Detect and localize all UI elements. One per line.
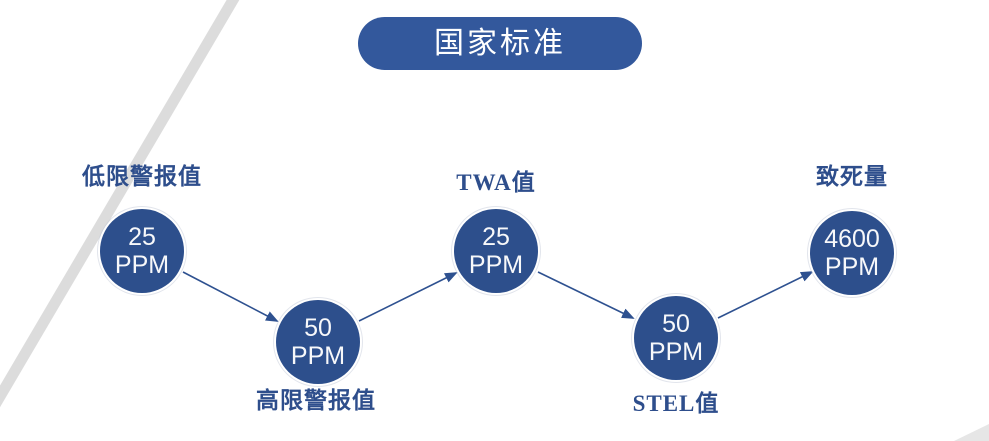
node-label-twa: TWA值	[456, 170, 536, 195]
node-unit: PPM	[290, 342, 346, 370]
node-circle-high-limit-alarm: 50 PPM	[276, 300, 360, 384]
node-value: 25	[482, 223, 510, 251]
node-unit: PPM	[648, 338, 704, 366]
node-label-lethal-dose: 致死量	[816, 164, 888, 189]
title-text: 国家标准	[434, 26, 566, 60]
node-circle-lethal-dose: 4600 PPM	[810, 211, 894, 295]
node-label-high-limit-alarm: 高限警报值	[256, 388, 376, 413]
arrow-3-4	[537, 271, 635, 319]
arrow-2-3	[358, 272, 458, 322]
node-circle-stel: 50 PPM	[634, 296, 718, 380]
diagonal-stripe	[0, 0, 240, 408]
node-unit: PPM	[114, 251, 170, 279]
title-badge: 国家标准	[358, 17, 642, 70]
node-label-stel: STEL值	[632, 391, 720, 416]
node-circle-twa: 25 PPM	[454, 209, 538, 293]
arrow-1-2	[182, 271, 279, 322]
node-value: 50	[662, 310, 690, 338]
corner-sliver	[954, 424, 989, 441]
node-label-low-limit-alarm: 低限警报值	[82, 164, 202, 189]
node-value: 50	[304, 314, 332, 342]
node-value: 4600	[824, 225, 880, 253]
node-unit: PPM	[824, 253, 880, 281]
node-circle-low-limit-alarm: 25 PPM	[100, 209, 184, 293]
node-value: 25	[128, 223, 156, 251]
arrow-4-5	[717, 271, 814, 319]
node-unit: PPM	[468, 251, 524, 279]
